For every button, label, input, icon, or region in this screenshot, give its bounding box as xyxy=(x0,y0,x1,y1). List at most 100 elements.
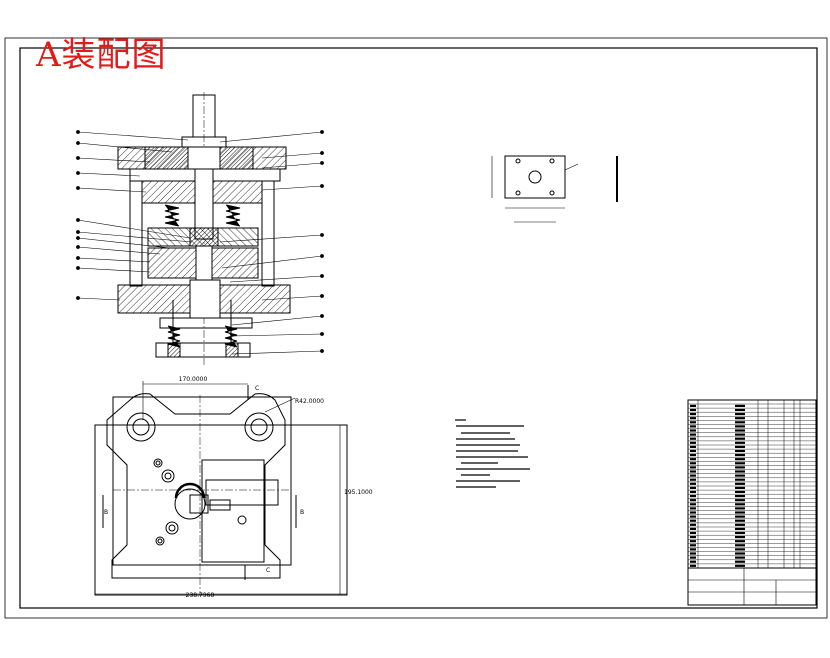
parts-list-entry-mark xyxy=(735,552,745,555)
parts-list-entry-mark xyxy=(690,408,696,412)
parts-list-entry-mark xyxy=(735,540,745,543)
parts-list-entry-mark xyxy=(735,531,745,535)
parts-list-entry-mark xyxy=(735,556,745,559)
parts-list-entry-mark xyxy=(690,462,696,465)
parts-list-entry-mark xyxy=(735,458,745,461)
parts-list-entry-mark xyxy=(735,482,745,485)
parts-list-entry-mark xyxy=(735,437,745,440)
parts-list-entry-mark xyxy=(735,425,745,428)
parts-list-entry-mark xyxy=(690,478,696,481)
parts-list-entry-mark xyxy=(690,519,696,522)
parts-list-entry-mark xyxy=(690,470,696,473)
parts-list-entry-mark xyxy=(690,458,696,461)
parts-list-entry-mark xyxy=(690,474,696,477)
parts-list-entry-mark xyxy=(735,536,745,539)
dim-width-bottom: 238.7968 xyxy=(186,592,215,599)
parts-list-entry-mark xyxy=(735,433,745,436)
parts-list-entry-mark xyxy=(690,490,696,494)
parts-list-entry-mark xyxy=(690,495,696,498)
parts-list-entry-mark xyxy=(735,429,745,432)
parts-list-entry-mark xyxy=(735,474,745,477)
parts-list-entry-mark xyxy=(690,560,696,563)
parts-list-entry-mark xyxy=(735,408,745,412)
parts-list-entry-mark xyxy=(735,523,745,526)
parts-list-entry-mark xyxy=(690,503,696,506)
parts-list-entry-mark xyxy=(690,404,696,407)
parts-list-entry-mark xyxy=(735,503,745,506)
parts-list-entry-mark xyxy=(735,462,745,465)
parts-list-entry-mark xyxy=(735,544,745,547)
dim-radius: R42.0000 xyxy=(295,398,324,405)
parts-list-entry-mark xyxy=(690,511,696,514)
parts-list-entry-mark xyxy=(735,486,745,489)
parts-list-entry-mark xyxy=(735,519,745,522)
part-detail xyxy=(491,155,618,223)
parts-list-entry-mark xyxy=(735,413,745,416)
parts-list-entry-mark xyxy=(690,507,696,510)
parts-list-entry-mark xyxy=(690,544,696,547)
parts-list-entry-mark xyxy=(690,548,696,551)
drawing-title: A装配图 xyxy=(36,35,167,75)
parts-list-entry-mark xyxy=(735,404,745,407)
parts-list-entry-mark xyxy=(690,540,696,543)
parts-list-entry-mark xyxy=(690,425,696,428)
leader-lines-right xyxy=(219,130,324,355)
plan-view xyxy=(94,381,348,596)
inner-frame xyxy=(19,47,818,609)
parts-list-entry-mark xyxy=(690,449,696,453)
parts-list-entry-mark xyxy=(690,441,696,444)
section-label-left-b: B xyxy=(104,509,108,516)
parts-list-entry-mark xyxy=(735,445,745,448)
parts-list-rows xyxy=(688,403,816,565)
parts-list-entry-mark xyxy=(690,536,696,539)
parts-list-entry-mark xyxy=(690,482,696,485)
parts-list-entry-mark xyxy=(735,527,745,530)
parts-list-entry-mark xyxy=(690,454,696,457)
section-label-top-c: C xyxy=(255,385,259,392)
parts-list-entry-mark xyxy=(690,413,696,416)
parts-list-entry-mark xyxy=(735,511,745,514)
section-view xyxy=(117,92,291,365)
parts-list-entry-mark xyxy=(735,515,745,518)
parts-list-entry-mark xyxy=(690,552,696,555)
parts-list-entry-mark xyxy=(735,470,745,473)
parts-list-entry-mark xyxy=(735,421,745,424)
parts-list-entry-mark xyxy=(690,437,696,440)
parts-list-entry-mark xyxy=(690,417,696,420)
parts-list-entry-mark xyxy=(735,495,745,498)
parts-list-entry-mark xyxy=(690,564,696,567)
parts-list-entry-mark xyxy=(735,499,745,502)
dim-height-right: 195.1000 xyxy=(344,489,373,496)
parts-list-entry-mark xyxy=(735,548,745,551)
parts-list-entry-mark xyxy=(690,527,696,530)
parts-list-entry-mark xyxy=(690,531,696,535)
parts-list-entry-mark xyxy=(690,445,696,448)
leader-lines-left xyxy=(76,130,193,301)
section-label-right-b: B xyxy=(300,509,304,516)
parts-list-entry-mark xyxy=(690,433,696,436)
parts-list-entry-mark xyxy=(690,421,696,424)
parts-list-entry-mark xyxy=(690,466,696,469)
parts-list-entry-mark xyxy=(735,560,745,563)
parts-list-entry-mark xyxy=(690,515,696,518)
parts-list-entry-mark xyxy=(735,441,745,444)
outer-frame xyxy=(4,37,828,619)
parts-list-entry-mark xyxy=(735,478,745,481)
parts-list-entry-mark xyxy=(690,486,696,489)
parts-list-entry-mark xyxy=(690,499,696,502)
parts-list-entry-mark xyxy=(735,466,745,469)
parts-list-entry-mark xyxy=(735,507,745,510)
parts-list-entry-mark xyxy=(690,523,696,526)
parts-list-entry-mark xyxy=(690,429,696,432)
parts-list-entry-mark xyxy=(735,490,745,494)
parts-list-entry-mark xyxy=(735,417,745,420)
parts-list-entry-mark xyxy=(690,556,696,559)
dim-width-top: 170.0000 xyxy=(179,376,208,383)
parts-list-entry-mark xyxy=(735,449,745,453)
parts-list-entry-mark xyxy=(735,564,745,567)
parts-list-entries xyxy=(690,404,745,567)
parts-list-entry-mark xyxy=(735,454,745,457)
section-label-bottom-c: C xyxy=(266,567,270,574)
